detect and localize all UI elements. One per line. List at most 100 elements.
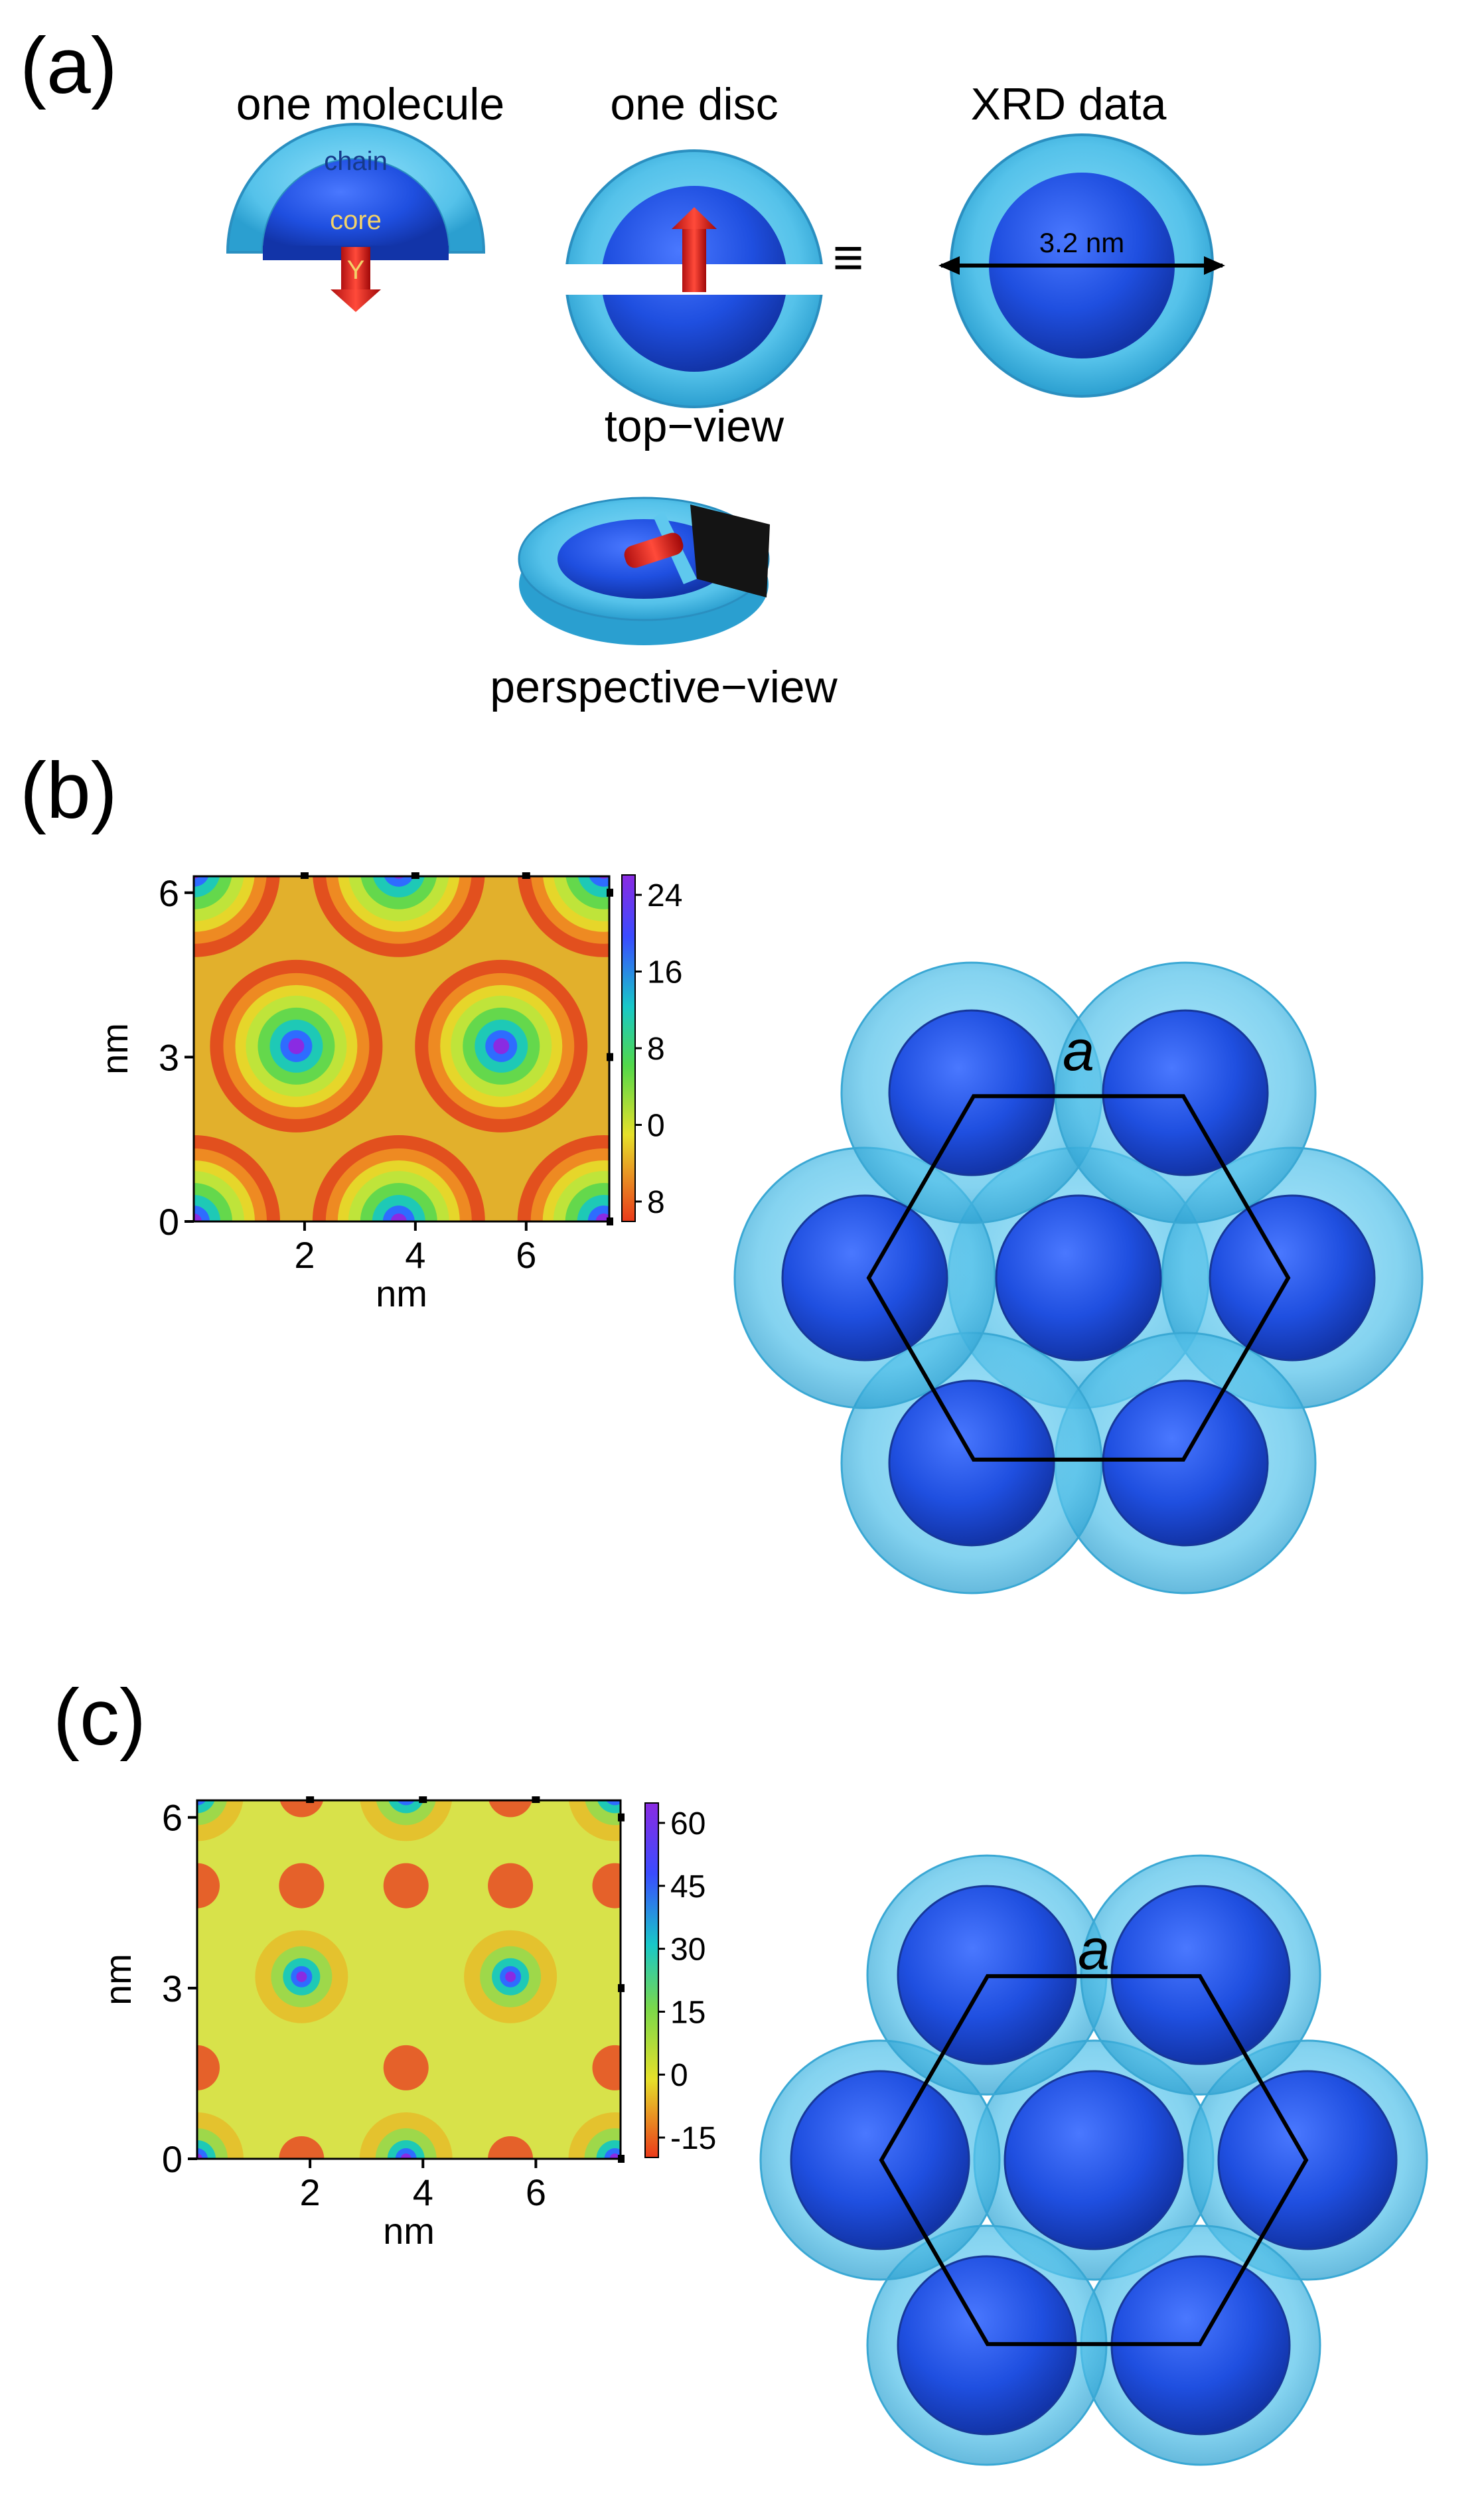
y-tick-label: 0	[162, 2138, 183, 2180]
x-axis-label: nm	[383, 2210, 435, 2252]
disc-core	[1003, 2070, 1184, 2250]
unit-cell-hexagon	[866, 1094, 1291, 1462]
x-tick-label: 4	[413, 2171, 433, 2213]
right-tick	[618, 1984, 625, 1992]
right-tick	[607, 888, 613, 897]
heatmap-minimum	[488, 2136, 534, 2159]
colorbar-tick-label: 8	[647, 1185, 665, 1220]
y-tick-label: 0	[159, 1201, 179, 1243]
y-arrow	[331, 247, 381, 312]
panel-c-label: (c)	[53, 1673, 146, 1762]
colorbar-tick-label: 45	[670, 1869, 705, 1905]
top-tick	[411, 872, 419, 879]
title-one-molecule: one molecule	[236, 79, 504, 129]
chain-label: chain	[324, 147, 388, 176]
heatmap-peak-contour	[372, 876, 425, 898]
colorbar-tick-label: 24	[647, 878, 682, 913]
equiv-symbol: ≡	[833, 228, 864, 287]
colorbar-tick-label: -15	[670, 2121, 716, 2156]
x-tick-label: 2	[300, 2171, 321, 2213]
heatmap-peak-contour	[384, 876, 414, 887]
disc-core	[1209, 1194, 1376, 1362]
colorbar-tick-label: 30	[670, 1932, 705, 1968]
disc-core	[995, 1194, 1162, 1362]
top-tick	[522, 872, 530, 879]
disc-core	[781, 1194, 948, 1362]
heatmap-minimum	[279, 2136, 325, 2159]
hex-lattice-b	[733, 961, 1424, 1595]
heatmap-peak-contour	[194, 1213, 202, 1221]
lattice-label-c: a	[1078, 1918, 1110, 1982]
top-view-label: top−view	[605, 401, 784, 451]
heatmap-peak-contour	[296, 1971, 307, 1982]
heatmap-c: 2 4 6 0 3 6 nm nm	[97, 1789, 625, 2252]
perspective-disc	[518, 497, 770, 645]
panel-a-label: (a)	[20, 21, 117, 110]
heatmap-peak-contour	[401, 1789, 411, 1800]
heatmap-peak-contour	[397, 1800, 415, 1806]
heatmap-peak-contour	[605, 1800, 621, 1806]
heatmap-peak-contour	[609, 2153, 621, 2159]
x-tick-label: 2	[294, 1234, 315, 1276]
heatmap-peak-contour	[192, 1789, 202, 1800]
x-tick-label: 4	[405, 1234, 425, 1276]
heatmap-peak-contour	[388, 1800, 424, 1814]
heatmap-peak-contour	[197, 1800, 206, 1806]
heatmap-minimum	[197, 2045, 220, 2090]
disc-core	[888, 1009, 1055, 1176]
perspective-arrow	[624, 532, 684, 568]
heatmap-minimum	[279, 1863, 325, 1909]
heatmap-peak-contour	[505, 1971, 516, 1982]
heatmap-peak-contour	[194, 876, 209, 887]
split-disc	[557, 149, 831, 408]
y-label: Y	[347, 256, 365, 285]
y-tick-label: 6	[162, 1797, 183, 1839]
heatmap-minimum	[197, 1863, 220, 1909]
molecule-half-disc: chain core Y	[226, 123, 486, 312]
top-tick	[419, 1796, 427, 1803]
heatmap-peak-contour	[376, 1800, 436, 1826]
x-tick-label: 6	[516, 1234, 536, 1276]
right-tick	[607, 1217, 613, 1225]
core-label: core	[330, 206, 382, 235]
heatmap-peak-contour	[493, 1038, 510, 1054]
heatmap-peak-contour	[400, 2153, 411, 2159]
heatmap-minimum	[592, 2045, 621, 2090]
colorbar-tick-label: 8	[647, 1032, 665, 1067]
lattice-label-b: a	[1063, 1019, 1094, 1083]
top-tick	[306, 1796, 315, 1803]
colorbar-tick-label: 60	[670, 1806, 705, 1841]
y-tick-label: 3	[162, 1968, 183, 2009]
colorbar-c: 60 45 30 15 0 -15	[644, 1802, 716, 2158]
panel-b-label: (b)	[20, 746, 117, 835]
right-tick	[618, 2155, 625, 2163]
disc-core	[888, 1379, 1055, 1547]
heatmap-minimum	[279, 1800, 324, 1818]
title-xrd-data: XRD data	[971, 79, 1167, 129]
x-tick-label: 6	[526, 2171, 546, 2213]
colorbar-tick-label: 0	[670, 2058, 688, 2093]
heatmap-peak-contour	[288, 1038, 305, 1054]
x-axis-label: nm	[376, 1273, 427, 1314]
disc-core	[1102, 1379, 1269, 1547]
disc-core	[1102, 1009, 1269, 1176]
colorbar-tick-label: 16	[647, 955, 682, 990]
top-tick	[532, 1796, 540, 1803]
hex-lattice-c	[759, 1854, 1428, 2466]
heatmap-peak-contour	[390, 1213, 407, 1221]
heatmap-minimum	[383, 1863, 429, 1909]
heatmap-peak-contour	[197, 2153, 202, 2159]
dipole-arrow	[672, 207, 717, 292]
xrd-disc: 3.2 nm	[938, 133, 1225, 398]
heatmap-peak-contour	[595, 1213, 609, 1221]
heatmap-minimum	[488, 1863, 534, 1909]
y-axis-label: nm	[97, 1954, 139, 2005]
colorbar-tick-label: 15	[670, 1995, 705, 2030]
y-tick-label: 3	[159, 1036, 179, 1078]
heatmap-peak-contour	[360, 876, 437, 909]
heatmap-minimum	[488, 1800, 533, 1818]
colorbar-tick-label: 0	[647, 1109, 665, 1144]
heatmap-peak-contour	[589, 876, 609, 887]
